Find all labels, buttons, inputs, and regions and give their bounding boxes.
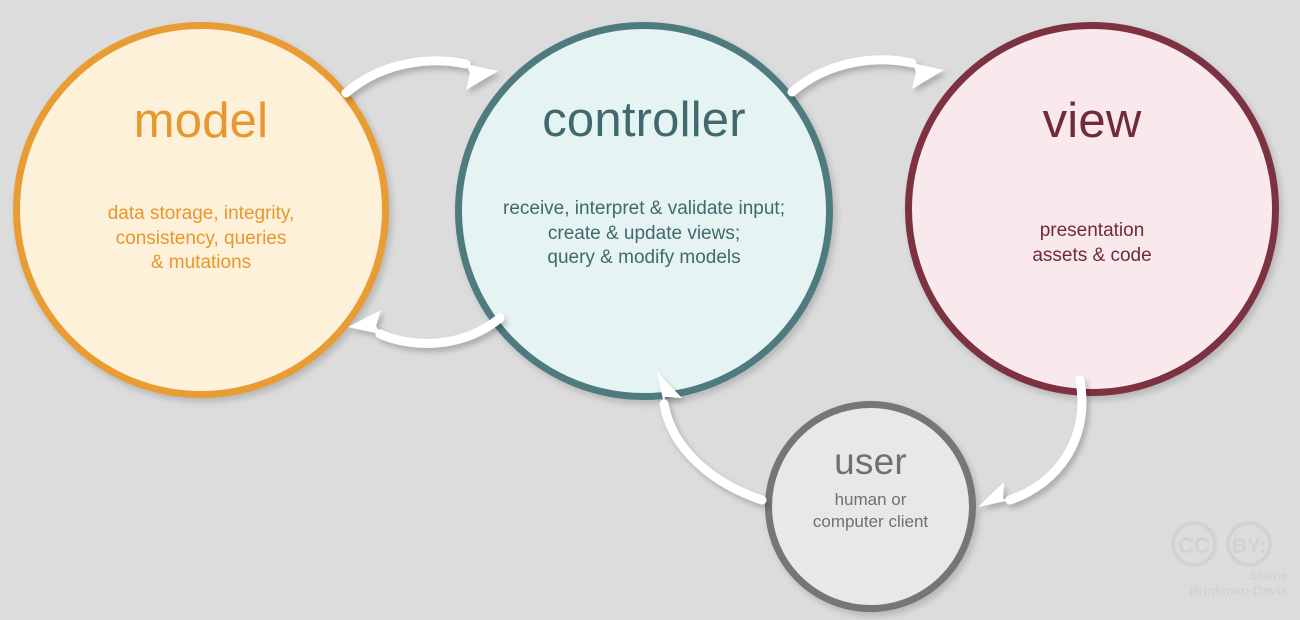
node-view-description: presentation assets & code: [1032, 220, 1152, 266]
by-label: BY:: [1232, 535, 1267, 558]
attribution-badge: CC BY: Shane Brinkman-Davis: [1166, 520, 1288, 612]
creative-commons-by-icon: BY:: [1226, 521, 1272, 567]
node-user[interactable]: user human or computer client: [765, 401, 976, 612]
node-model[interactable]: model data storage, integrity, consisten…: [13, 22, 389, 398]
node-controller-description: receive, interpret & validate input; cre…: [503, 198, 785, 269]
node-view-title: view: [1042, 94, 1142, 148]
node-model-title: model: [133, 94, 269, 148]
creative-commons-icon: CC: [1171, 521, 1217, 567]
arrow-model-to-controller: [341, 56, 498, 98]
node-user-description: human or computer client: [812, 490, 929, 532]
arrow-view-to-user: [978, 375, 1087, 507]
node-user-title: user: [834, 441, 907, 482]
creative-commons-badge: CC BY:: [1171, 521, 1272, 567]
node-controller[interactable]: controller receive, interpret & validate…: [455, 22, 833, 400]
arrow-controller-to-model: [348, 310, 505, 348]
cc-label: CC: [1178, 533, 1210, 558]
node-model-description: data storage, integrity, consistency, qu…: [107, 203, 295, 274]
node-controller-title: controller: [542, 93, 746, 147]
node-view[interactable]: view presentation assets & code: [905, 22, 1279, 396]
attribution-credit: Shane Brinkman-Davis: [1189, 568, 1288, 598]
arrow-controller-to-view: [787, 55, 944, 97]
